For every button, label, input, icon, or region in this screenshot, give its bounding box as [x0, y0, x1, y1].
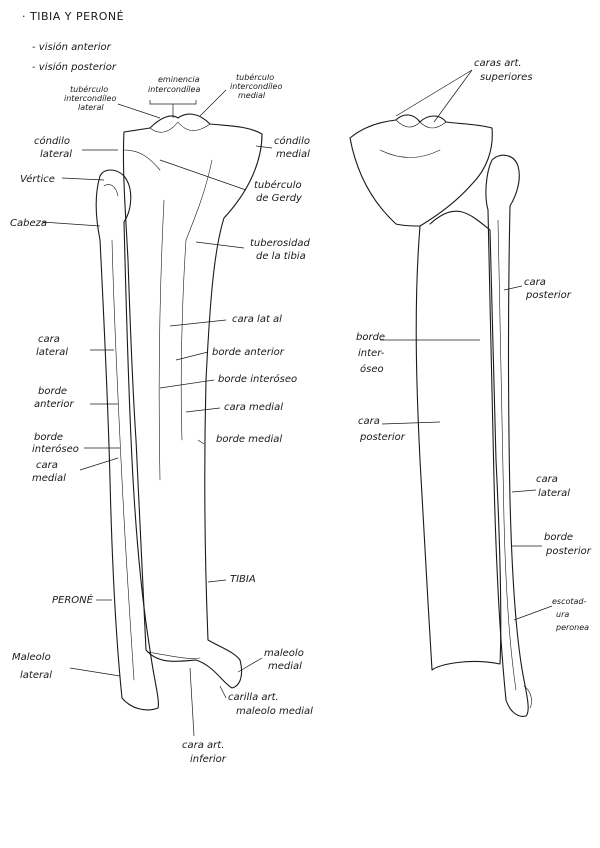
- label-borde-anterior-fibula: borde anterior: [34, 386, 75, 410]
- label-cara-lateral-posterior: cara lateral: [536, 474, 570, 499]
- label-eminencia-intercondilea: eminencia intercondílea: [148, 75, 202, 94]
- label-cara-posterior-fibula: cara posterior: [524, 277, 572, 301]
- tibia-lateral-condyle-line: [123, 149, 161, 171]
- tibia-plateau-line: [149, 121, 211, 133]
- label-cara-posterior-tibia: cara posterior: [358, 416, 406, 443]
- label-borde-medial: borde medial: [216, 434, 282, 445]
- fibula-anterior-outline: [95, 169, 159, 711]
- fibula-malleolar-groove: [523, 685, 532, 709]
- posterior-labels: caras art. superiores cara posterior bor…: [356, 58, 592, 632]
- label-tuberculo-intercondileo-lateral: tubérculo intercondíleo lateral: [64, 84, 119, 112]
- heading-view-anterior: - visión anterior: [32, 41, 112, 53]
- label-borde-posterior: borde posterior: [544, 532, 592, 557]
- tibia-posterior-plateau-line: [395, 119, 447, 129]
- tibia-anterior-border-line: [180, 239, 187, 441]
- heading: · TIBIA Y PERONÉ - visión anterior - vis…: [22, 10, 124, 73]
- label-condilo-medial: cóndilo medial: [274, 135, 313, 160]
- label-borde-interoseo: borde interóseo: [218, 373, 297, 385]
- fibula-crest-line: [111, 239, 135, 681]
- posterior-leader-lines: [380, 69, 553, 621]
- label-perone: PERONÉ: [52, 593, 94, 606]
- label-cara-medial-fibula: cara medial: [32, 460, 66, 484]
- tibia-anterior-outline: [122, 113, 263, 689]
- label-cara-articular-inferior: cara art. inferior: [182, 740, 228, 765]
- label-tuberosidad-tibia: tuberosidad de la tibia: [250, 238, 313, 262]
- anterior-labels: tubérculo intercondíleo lateral eminenci…: [10, 72, 313, 765]
- anterior-view-drawing: [95, 113, 263, 711]
- fibula-posterior-border-line: [497, 219, 517, 691]
- fibula-head-detail: [103, 184, 119, 197]
- heading-title: · TIBIA Y PERONÉ: [22, 10, 124, 23]
- label-borde-interoseo-fibula: borde interóseo: [32, 432, 79, 455]
- label-cara-lat-al: cara lat al: [232, 314, 282, 325]
- anterior-leader-lines: [41, 89, 273, 737]
- label-maleolo-lateral: Maleolo lateral: [12, 652, 54, 681]
- label-cara-medial: cara medial: [224, 402, 283, 413]
- fibula-posterior-outline: [485, 154, 529, 717]
- label-maleolo-medial: maleolo medial: [264, 648, 307, 672]
- label-tuberculo-intercondileo-medial: tubérculo intercondíleo medial: [230, 72, 285, 100]
- tibia-posterior-condyle-line: [379, 149, 441, 158]
- label-borde-anterior: borde anterior: [212, 347, 285, 358]
- label-carilla-articular: carilla art. maleolo medial: [228, 692, 313, 717]
- label-condilo-lateral: cóndilo lateral: [34, 135, 73, 160]
- label-borde-interoseo-posterior: borde inter- óseo: [356, 332, 388, 375]
- label-cabeza: Cabeza: [10, 218, 47, 229]
- label-caras-articulares-superiores: caras art. superiores: [474, 58, 533, 83]
- tibia-tuberosity-line: [185, 159, 213, 241]
- label-tuberculo-gerdy: tubérculo de Gerdy: [254, 179, 305, 204]
- label-escotadura-peronea: escotad- ura peronea: [552, 597, 589, 632]
- heading-view-posterior: - visión posterior: [32, 61, 117, 73]
- posterior-view-drawing: [349, 114, 532, 717]
- tibia-distal-line: [147, 651, 201, 659]
- tibia-interosseous-line: [158, 199, 165, 481]
- label-vertice: Vértice: [20, 173, 55, 185]
- label-cara-lateral-fibula: cara lateral: [36, 334, 68, 358]
- tibia-posterior-outline: [349, 114, 502, 671]
- label-tibia: TIBIA: [230, 574, 256, 585]
